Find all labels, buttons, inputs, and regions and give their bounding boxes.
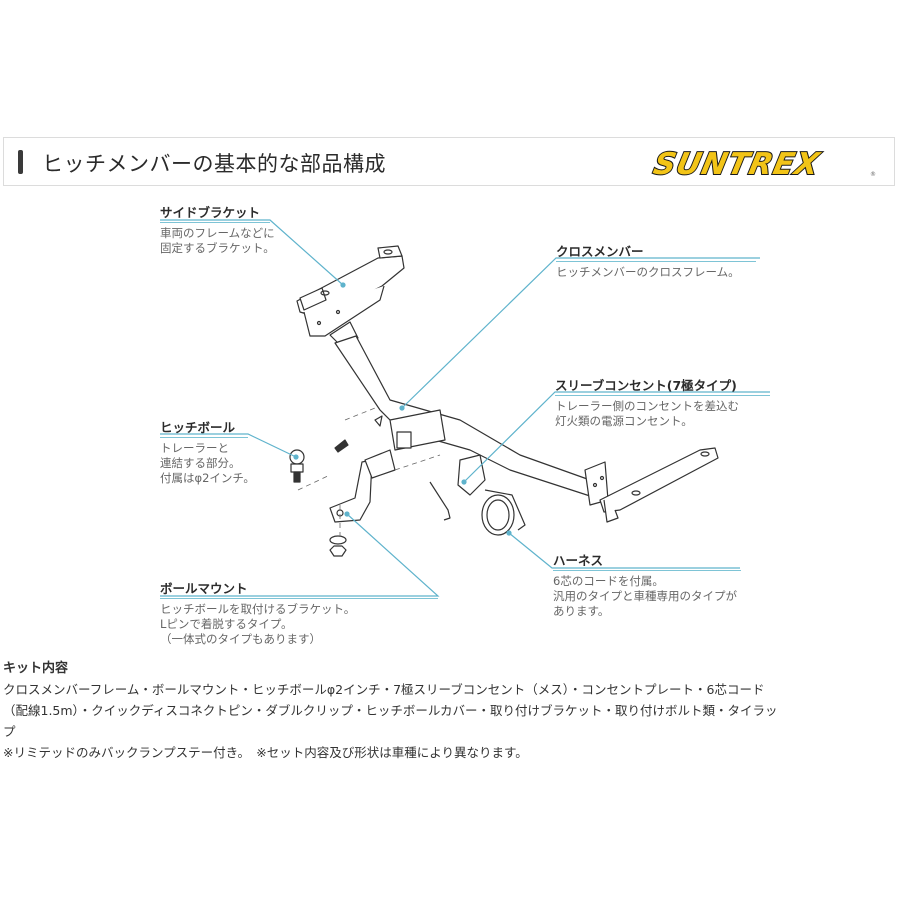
header-accent-bar <box>18 150 23 174</box>
svg-text:®: ® <box>870 171 876 178</box>
nuts-drawing <box>329 535 347 557</box>
suntrex-logo: SUNTREX ® <box>649 146 876 180</box>
side-bracket-drawing <box>296 245 405 337</box>
section-header: ヒッチメンバーの基本的な部品構成 SUNTREX ® <box>3 137 895 186</box>
part-label-side-bracket: サイドブラケット 車両のフレームなどに 固定するブラケット。 <box>160 205 275 255</box>
kit-contents: キット内容 クロスメンバーフレーム・ボールマウント・ヒッチボールφ2インチ・7極… <box>3 658 897 763</box>
hitch-member-diagram <box>160 219 770 597</box>
harness-drawing <box>481 489 526 536</box>
svg-text:SUNTREX: SUNTREX <box>650 147 823 180</box>
ball-mount-drawing <box>329 449 396 523</box>
kit-contents-line: （配線1.5m）・クイックディスコネクトピン・ダブルクリップ・ヒッチボールカバー… <box>3 703 778 718</box>
kit-contents-line: クロスメンバーフレーム・ボールマウント・ヒッチボールφ2インチ・7極スリーブコン… <box>3 682 765 697</box>
part-label-ball-mount: ボールマウント ヒッチボールを取付けるブラケット。 Lピンで着脱するタイプ。 （… <box>160 581 438 647</box>
kit-notes: ※リミテッドのみバックランプステー付き。 ※セット内容及び形状は車種により異なり… <box>3 745 528 760</box>
hitch-ball-drawing <box>289 449 305 483</box>
page-title: ヒッチメンバーの基本的な部品構成 <box>42 152 386 176</box>
part-label-sleeve-outlet: スリーブコンセント(7極タイプ) トレーラー側のコンセントを差込む 灯火類の電源… <box>555 378 770 429</box>
part-label-cross-member: クロスメンバー ヒッチメンバーのクロスフレーム。 <box>556 244 756 280</box>
kit-contents-title: キット内容 <box>3 661 69 676</box>
kit-contents-line: プ <box>3 724 16 739</box>
part-label-hitch-ball: ヒッチボール トレーラーと 連結する部分。 付属はφ2インチ。 <box>160 420 255 485</box>
part-label-harness: ハーネス 6芯のコードを付属。 汎用のタイプと車種専用のタイプが あります。 <box>553 553 741 619</box>
cross-member-drawing <box>329 321 609 506</box>
right-bracket-drawing <box>599 447 719 523</box>
